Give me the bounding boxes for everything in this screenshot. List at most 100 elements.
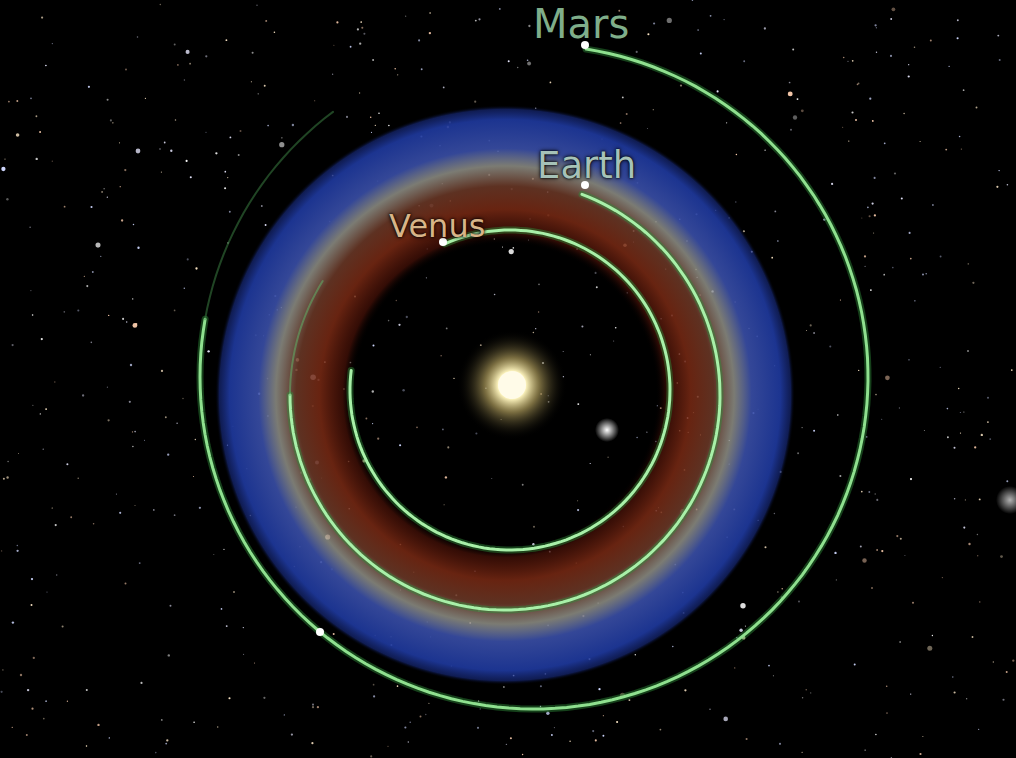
star [871, 587, 873, 589]
star [891, 757, 892, 758]
star [161, 370, 163, 372]
star [375, 125, 376, 126]
star [370, 117, 372, 119]
star [18, 453, 19, 454]
star [418, 39, 420, 41]
star [723, 717, 728, 722]
star [261, 205, 263, 207]
star [802, 427, 803, 428]
star [881, 419, 882, 420]
star [954, 691, 956, 693]
star [839, 475, 841, 477]
star [107, 197, 108, 198]
star [957, 37, 959, 39]
star [909, 232, 911, 234]
star [848, 141, 849, 142]
star [133, 323, 138, 328]
star [45, 65, 47, 67]
star [52, 507, 53, 508]
star [993, 661, 994, 662]
star [919, 753, 921, 755]
star [388, 746, 389, 747]
star [405, 16, 406, 17]
star [910, 258, 912, 260]
venus-orbit [350, 230, 670, 550]
star [475, 20, 477, 22]
star [223, 549, 224, 550]
star [4, 158, 5, 159]
star [1, 550, 2, 551]
star [692, 0, 694, 1]
star [164, 142, 166, 144]
star [408, 741, 409, 742]
star [910, 693, 911, 694]
star [135, 505, 136, 506]
star [107, 99, 109, 101]
star [922, 736, 923, 737]
star [26, 734, 28, 736]
star [858, 370, 859, 371]
star [167, 454, 169, 456]
star [963, 411, 964, 412]
star [910, 478, 912, 480]
venus-orbit-glow [350, 230, 670, 550]
star [948, 66, 949, 67]
star [550, 82, 552, 84]
star [221, 608, 223, 610]
orbit-paths [200, 49, 868, 709]
mars-orbit-tail [205, 112, 333, 319]
star [972, 636, 974, 638]
star [95, 243, 100, 248]
star [672, 646, 674, 648]
star [226, 625, 228, 627]
star [788, 91, 793, 96]
star [873, 232, 874, 233]
star [20, 674, 22, 676]
star [155, 752, 157, 754]
star [922, 274, 924, 276]
star [499, 8, 501, 10]
star [372, 59, 374, 61]
star [510, 737, 512, 739]
star [428, 703, 429, 704]
star [30, 97, 32, 99]
star [903, 113, 904, 114]
star [836, 579, 837, 580]
star [998, 170, 999, 171]
star [336, 21, 338, 23]
star [190, 176, 192, 178]
star [265, 224, 267, 226]
star [886, 685, 888, 687]
star [90, 206, 92, 208]
star [595, 739, 597, 741]
star [346, 116, 348, 118]
star [6, 476, 8, 478]
star [647, 33, 649, 35]
star [942, 577, 943, 578]
star [890, 18, 892, 20]
star [6, 198, 8, 200]
star [851, 111, 853, 113]
star [781, 588, 782, 589]
star [864, 266, 865, 267]
star [979, 601, 980, 602]
star [359, 92, 360, 93]
star [947, 436, 949, 438]
star [36, 158, 38, 160]
star [256, 4, 258, 6]
star [774, 211, 776, 213]
star [224, 187, 226, 189]
star [914, 47, 916, 49]
star [834, 552, 836, 554]
star [160, 4, 162, 6]
star [121, 219, 123, 221]
star [174, 44, 176, 46]
star [168, 654, 170, 656]
star [777, 240, 779, 242]
star [736, 154, 737, 155]
star [90, 341, 92, 343]
star [837, 414, 838, 415]
star [86, 285, 88, 287]
star [112, 122, 113, 123]
star [161, 719, 163, 721]
